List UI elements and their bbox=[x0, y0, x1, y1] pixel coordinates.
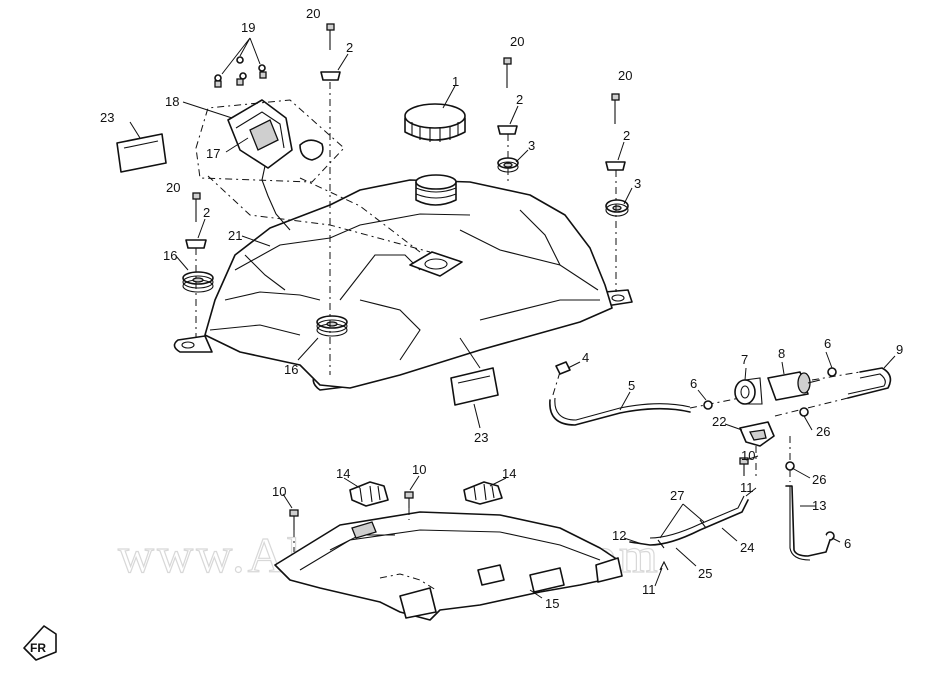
fuel-gauge-assembly bbox=[214, 56, 324, 231]
callout-9: 9 bbox=[896, 342, 903, 357]
callout-27: 27 bbox=[670, 488, 684, 503]
callout-23: 23 bbox=[474, 430, 488, 445]
callout-2: 2 bbox=[203, 205, 210, 220]
callout-3: 3 bbox=[634, 176, 641, 191]
callout-12: 12 bbox=[612, 528, 626, 543]
callout-26: 26 bbox=[816, 424, 830, 439]
warning-label-right bbox=[450, 367, 499, 406]
callout-19: 19 bbox=[241, 20, 255, 35]
callout-26: 26 bbox=[812, 472, 826, 487]
clip-27 bbox=[657, 519, 707, 549]
callout-8: 8 bbox=[778, 346, 785, 361]
vent-valve-22 bbox=[739, 421, 775, 447]
callout-16: 16 bbox=[284, 362, 298, 377]
callout-7: 7 bbox=[741, 352, 748, 367]
fuel-hose-5 bbox=[549, 397, 691, 426]
fuel-cap bbox=[404, 103, 466, 142]
fuel-pump-8 bbox=[767, 371, 821, 401]
callout-2: 2 bbox=[516, 92, 523, 107]
vent-hose-24 bbox=[629, 495, 749, 546]
callout-2: 2 bbox=[346, 40, 353, 55]
callout-20: 20 bbox=[510, 34, 524, 49]
callout-11: 11 bbox=[642, 582, 656, 597]
callout-20: 20 bbox=[306, 6, 320, 21]
callout-2: 2 bbox=[623, 128, 630, 143]
tank-under-cover bbox=[274, 511, 623, 621]
callout-6: 6 bbox=[844, 536, 851, 551]
callout-10: 10 bbox=[272, 484, 286, 499]
callout-labels: 1 2 2 2 2 3 3 4 5 6 6 6 7 8 9 10 10 10 1… bbox=[100, 6, 903, 611]
leader-lines bbox=[129, 37, 896, 599]
callout-20: 20 bbox=[166, 180, 180, 195]
bolt-stack-right-2 bbox=[605, 93, 629, 217]
warning-label-left bbox=[116, 133, 167, 173]
callout-3: 3 bbox=[528, 138, 535, 153]
callout-6: 6 bbox=[690, 376, 697, 391]
fuel-hose-9 bbox=[847, 367, 892, 399]
callout-20: 20 bbox=[618, 68, 632, 83]
callout-14: 14 bbox=[336, 466, 350, 481]
bolt-10-left bbox=[289, 509, 299, 530]
callout-22: 22 bbox=[712, 414, 726, 429]
bolt-stack-center bbox=[316, 23, 348, 337]
clip-14-right bbox=[463, 481, 503, 505]
fuel-tank bbox=[173, 174, 633, 391]
bolt-10-right bbox=[739, 457, 749, 476]
callout-23: 23 bbox=[100, 110, 114, 125]
callout-21: 21 bbox=[228, 228, 242, 243]
callout-17: 17 bbox=[206, 146, 220, 161]
fuel-filter-7 bbox=[734, 377, 763, 405]
callout-6: 6 bbox=[824, 336, 831, 351]
callout-16: 16 bbox=[163, 248, 177, 263]
callout-1: 1 bbox=[452, 74, 459, 89]
callout-14: 14 bbox=[502, 466, 516, 481]
callout-11: 11 bbox=[740, 480, 754, 495]
bolt-10-center bbox=[404, 491, 414, 508]
callout-15: 15 bbox=[545, 596, 559, 611]
callout-24: 24 bbox=[740, 540, 754, 555]
clip-11-lower bbox=[659, 560, 669, 571]
callout-13: 13 bbox=[812, 498, 826, 513]
callout-10: 10 bbox=[741, 448, 755, 463]
callout-18: 18 bbox=[165, 94, 179, 109]
callout-4: 4 bbox=[582, 350, 589, 365]
direction-tag-label: FR bbox=[30, 641, 46, 655]
front-direction-tag: FR bbox=[23, 625, 57, 661]
hose-clamp-6a bbox=[703, 400, 713, 410]
callout-5: 5 bbox=[628, 378, 635, 393]
hose-clamp-6b bbox=[827, 367, 837, 377]
callout-10: 10 bbox=[412, 462, 426, 477]
bolt-stack-left bbox=[182, 192, 214, 293]
callout-25: 25 bbox=[698, 566, 712, 581]
drain-hose-13 bbox=[785, 485, 831, 561]
